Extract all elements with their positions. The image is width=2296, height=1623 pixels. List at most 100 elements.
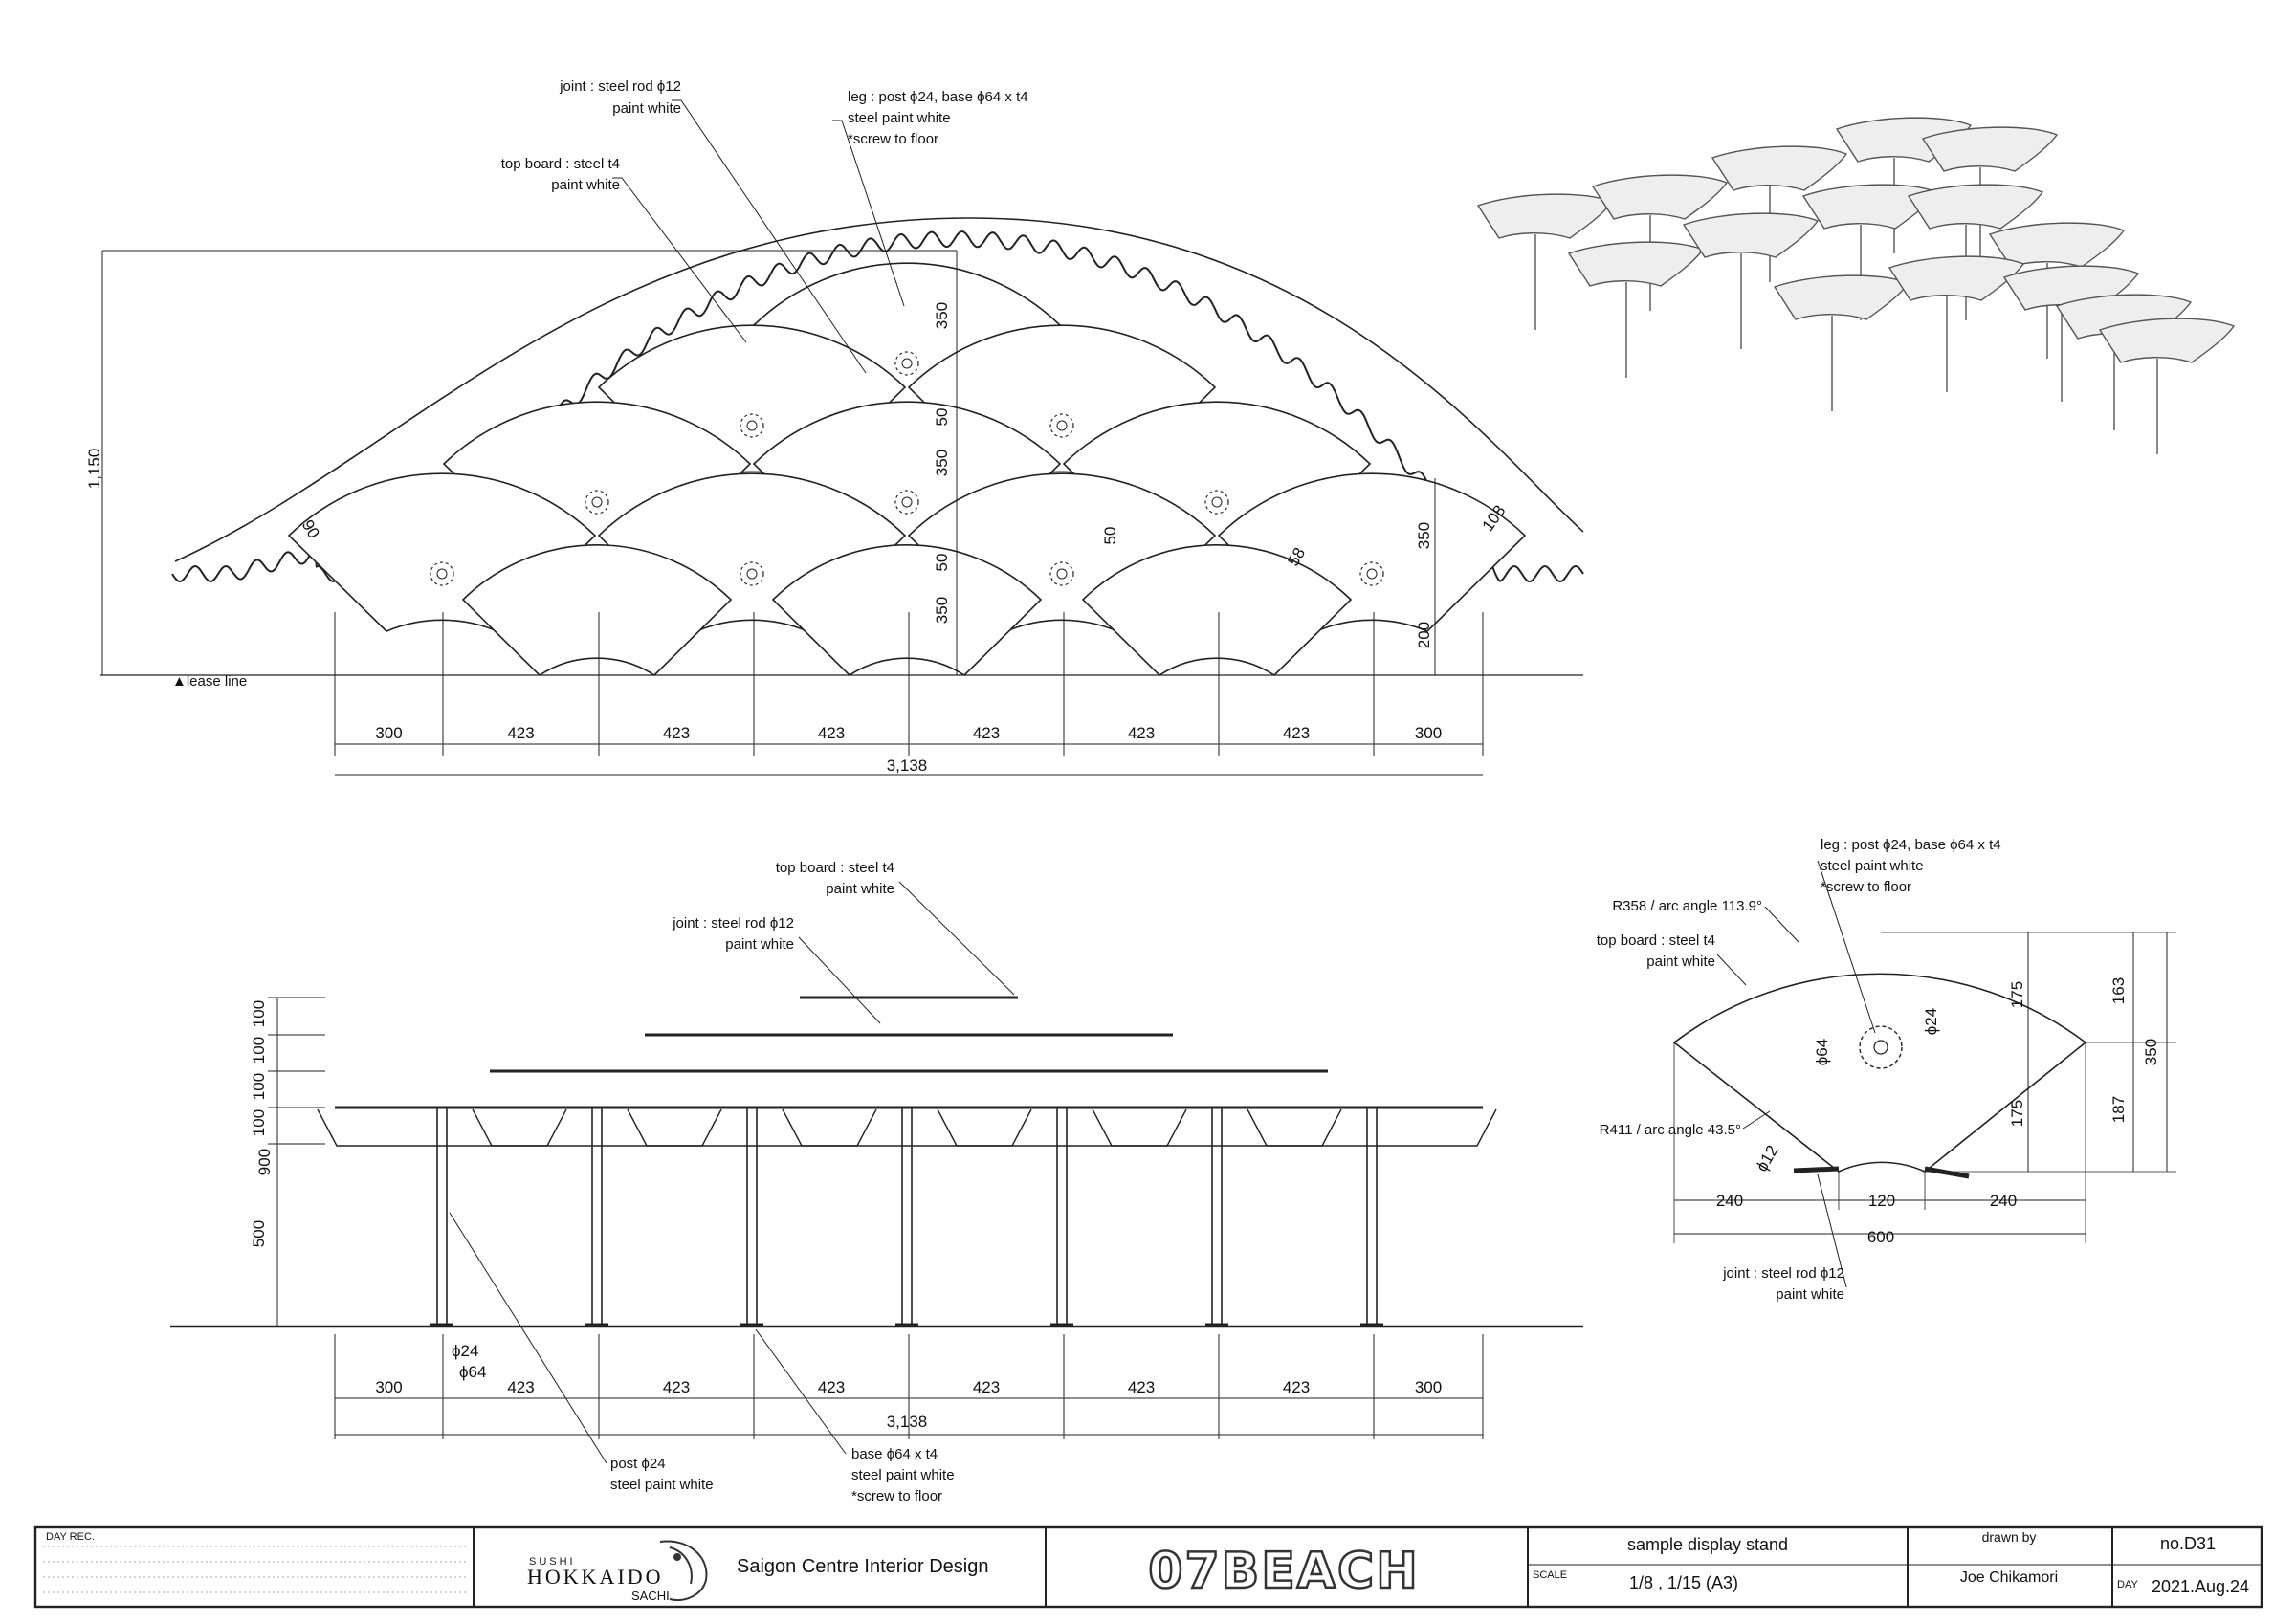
note-leg-3: *screw to floor — [848, 131, 938, 147]
plan-bottom-dim-5: 423 — [1128, 724, 1155, 742]
plan-total-dim: 3,138 — [887, 757, 928, 775]
elev-post-0 — [436, 1107, 448, 1327]
detail-note-joint-1: joint : steel rod ϕ12 — [1722, 1265, 1844, 1282]
elev-post-4 — [1056, 1107, 1068, 1327]
detail-notes: leg : post ϕ24, base ϕ64 x t4 steel pain… — [1597, 837, 2160, 1303]
detail-dim-rod: ϕ12 — [1753, 1142, 1782, 1174]
detail-note-topboard-2: paint white — [1646, 954, 1715, 970]
elev-note-topboard-1: top board : steel t4 — [776, 860, 894, 876]
elev-total-height-label: 900 — [255, 1149, 274, 1175]
perspective-board-10 — [1773, 274, 1910, 320]
plan-leader-1 — [832, 120, 905, 307]
perspective-board-5 — [1567, 241, 1705, 287]
post-marker-1-1 — [1049, 413, 1074, 438]
elev-note-joint-2: paint white — [725, 936, 794, 953]
elev-dim-100-2: 100 — [250, 1037, 268, 1064]
plan-bottom-dim-3: 423 — [818, 724, 845, 742]
plan-bottom-dim-6: 423 — [1283, 724, 1310, 742]
post-core-2-2 — [1211, 496, 1223, 508]
elev-note-topboard-2: paint white — [826, 881, 894, 897]
plan-bottom-dim-4: 423 — [973, 724, 1000, 742]
detail-note-leg-1: leg : post ϕ24, base ϕ64 x t4 — [1821, 837, 2001, 853]
perspective-board-0 — [1476, 193, 1614, 239]
lease-line-label: ▲lease line — [172, 673, 247, 690]
elev-leader-post — [449, 1212, 607, 1464]
detail-dim-post: ϕ24 — [1922, 1008, 1940, 1035]
detail-leader-joint — [1817, 1173, 1847, 1288]
elev-post-3 — [901, 1107, 913, 1327]
detail-dim-240b: 240 — [1990, 1192, 2017, 1210]
logo-top: SUSHI — [529, 1556, 576, 1568]
elev-post-1 — [591, 1107, 603, 1327]
elev-bottom-dim-5: 423 — [1128, 1378, 1155, 1396]
elev-total-dim: 3,138 — [887, 1413, 928, 1431]
perspective-board-14 — [2098, 318, 2236, 363]
elev-dim-500: 500 — [250, 1220, 268, 1247]
elev-joint-3 — [782, 1108, 1032, 1147]
detail-rod-left — [1793, 1166, 1840, 1173]
post-core-1-1 — [1056, 420, 1068, 431]
row-dim-5: 350 — [933, 597, 951, 624]
detail-dim-120: 120 — [1868, 1192, 1895, 1210]
elev-dim-100-4: 100 — [250, 1109, 268, 1136]
elev-note-post-2: steel paint white — [610, 1477, 714, 1493]
day-label: DAY — [2117, 1579, 2138, 1590]
drawing-number: no.D31 — [2160, 1534, 2216, 1553]
lower-board-0 — [461, 544, 733, 677]
elev-bottom-dim-2: 423 — [663, 1378, 690, 1396]
elev-note-joint-1: joint : steel rod ϕ12 — [672, 915, 794, 932]
plan-leader-2 — [612, 177, 747, 343]
elev-joint-4 — [937, 1108, 1187, 1147]
logo-sub: SACHI — [631, 1589, 670, 1603]
elev-note-base-2: steel paint white — [851, 1467, 955, 1483]
offset-dim: 50 — [1101, 527, 1119, 545]
project-name: Saigon Centre Interior Design — [737, 1556, 988, 1577]
post-marker-2-2 — [1204, 490, 1229, 515]
row-dim-3: 350 — [933, 450, 951, 476]
elev-bottom-dim-6: 423 — [1283, 1378, 1310, 1396]
drawn-by-name: Joe Chikamori — [1960, 1569, 2058, 1586]
elev-dim-100-3: 100 — [250, 1073, 268, 1100]
elev-joint-2 — [627, 1108, 877, 1147]
elev-note-base-3: *screw to floor — [851, 1488, 942, 1504]
detail-leader-top — [1716, 954, 1747, 986]
post-marker-2-1 — [894, 490, 919, 515]
detail-dim-187: 187 — [2109, 1096, 2128, 1123]
post-marker-0-0 — [894, 351, 919, 376]
elev-leader-top — [898, 881, 1015, 996]
perspective-board-4 — [1921, 126, 2059, 172]
post-marker-3-3 — [1359, 561, 1384, 586]
detail-leader-inner — [1742, 1110, 1771, 1130]
detail-dim-163: 163 — [2109, 977, 2128, 1004]
lower-board-2 — [1081, 544, 1353, 677]
elev-leader-joint — [798, 936, 881, 1024]
detail-note-outer-arc: R358 / arc angle 113.9° — [1612, 898, 1762, 914]
plan-height-dim: 1,150 — [85, 449, 103, 490]
post-marker-3-0 — [430, 561, 454, 586]
detail-dim-600: 600 — [1867, 1228, 1894, 1246]
detail-note-topboard-1: top board : steel t4 — [1597, 932, 1715, 949]
elev-dim-100-1: 100 — [250, 1000, 268, 1027]
post-core-3-3 — [1366, 568, 1378, 580]
detail-dim-240a: 240 — [1716, 1192, 1743, 1210]
elev-post-2 — [746, 1107, 758, 1327]
perspective-board-8 — [1907, 184, 2044, 230]
elev-post-dim: ϕ24 — [452, 1342, 478, 1360]
plan-bottom-dim-0: 300 — [375, 724, 402, 742]
plan-bottom-dim-2: 423 — [663, 724, 690, 742]
scale-value: 1/8 , 1/15 (A3) — [1629, 1573, 1738, 1592]
detail-note-leg-2: steel paint white — [1821, 858, 1924, 874]
logo-main: HOKKAIDO — [527, 1565, 664, 1589]
note-topboard-1: top board : steel t4 — [501, 156, 620, 172]
elev-post-6 — [1366, 1107, 1378, 1327]
plan-bottom-dim-1: 423 — [507, 724, 534, 742]
detail-post-circle — [1873, 1040, 1888, 1055]
title-block — [33, 1525, 2263, 1609]
post-marker-1-0 — [740, 413, 764, 438]
detail-base-circle — [1859, 1025, 1903, 1069]
elev-bottom-dim-0: 300 — [375, 1378, 402, 1396]
detail-note-leg-3: *screw to floor — [1821, 879, 1911, 895]
plan-bottom-dim-7: 300 — [1415, 724, 1442, 742]
